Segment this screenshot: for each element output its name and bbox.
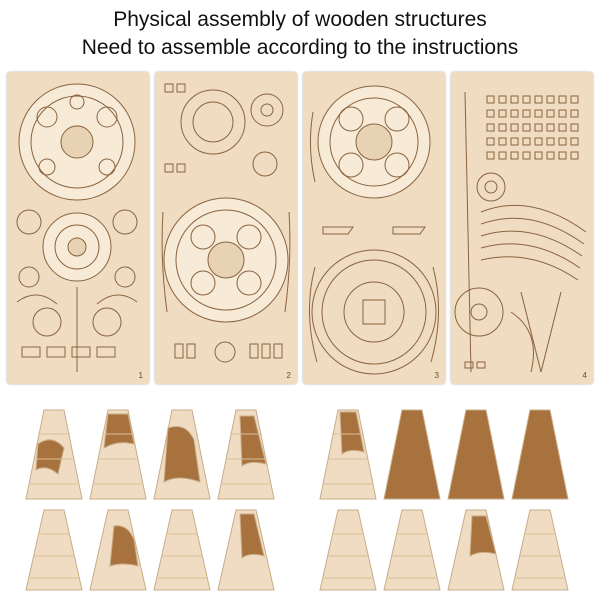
globe-gore-row-3 — [18, 506, 288, 594]
sheet-number: 1 — [138, 371, 143, 380]
wooden-sheet-3: 3 — [303, 72, 445, 384]
caption-line-1: Physical assembly of wooden structures — [113, 8, 487, 31]
sheet-1-cut-pattern — [16, 83, 138, 372]
sheet-number: 2 — [286, 371, 291, 380]
wooden-sheet-2: 2 — [155, 72, 297, 384]
sheet-3-cut-pattern — [309, 85, 439, 375]
caption-line-2: Need to assemble according to the instru… — [81, 36, 519, 59]
globe-gore-row-4 — [312, 506, 582, 594]
sheet-number: 4 — [582, 371, 587, 380]
wooden-sheet-1: 1 — [7, 72, 149, 384]
globe-gore-pieces — [319, 509, 569, 591]
wooden-sheet-4: 4 — [451, 72, 593, 384]
sheet-4-cut-pattern — [454, 91, 587, 373]
globe-gore-pieces — [319, 409, 569, 500]
sheet-2-cut-pattern — [161, 83, 291, 363]
globe-gore-row-1 — [18, 404, 288, 504]
globe-gore-pieces — [25, 409, 275, 500]
globe-gore-pieces — [25, 509, 275, 591]
globe-gore-row-2 — [312, 404, 582, 504]
sheet-number: 3 — [434, 371, 439, 380]
